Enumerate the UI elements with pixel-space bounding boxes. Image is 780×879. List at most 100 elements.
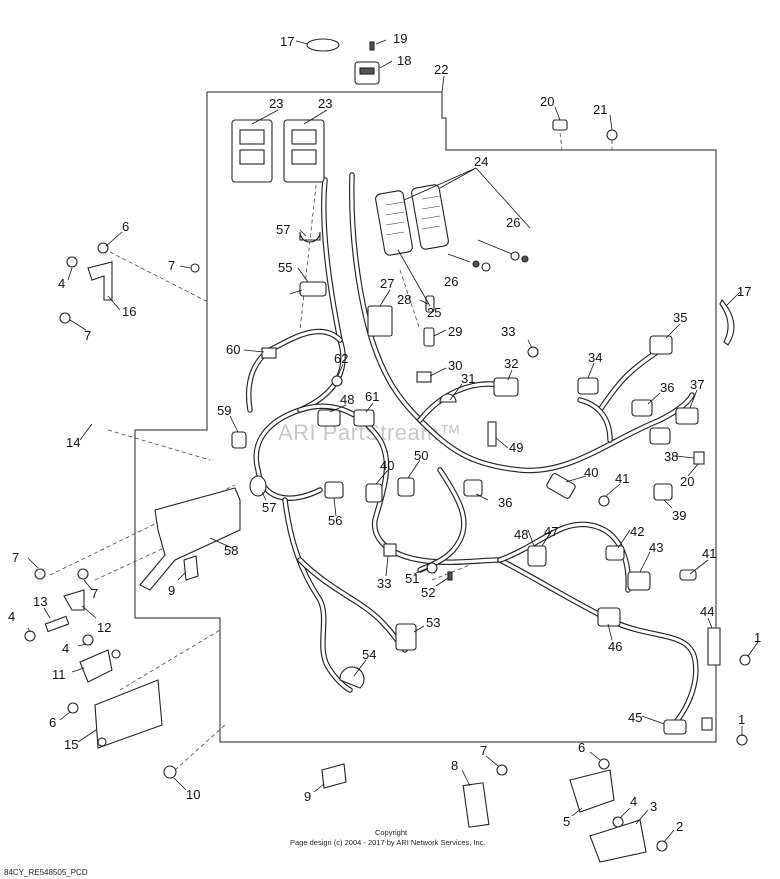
callout-15: 15 bbox=[64, 737, 78, 752]
callout-57: 57 bbox=[262, 500, 276, 515]
callout-56: 56 bbox=[328, 513, 342, 528]
connector-icon bbox=[653, 483, 673, 501]
callout-16: 16 bbox=[122, 304, 136, 319]
callout-11: 11 bbox=[52, 667, 66, 682]
callout-52: 52 bbox=[421, 585, 435, 600]
sensor-icon bbox=[493, 377, 519, 397]
callout-6: 6 bbox=[49, 715, 56, 730]
callout-50: 50 bbox=[414, 448, 428, 463]
callout-9: 9 bbox=[304, 789, 311, 804]
callout-23: 23 bbox=[318, 96, 332, 111]
callout-7: 7 bbox=[12, 550, 19, 565]
copyright-label: Copyright bbox=[375, 828, 408, 837]
callout-46: 46 bbox=[608, 639, 622, 654]
mounting-plate-icon bbox=[94, 679, 163, 749]
callout-28: 28 bbox=[397, 292, 411, 307]
callout-4: 4 bbox=[630, 794, 637, 809]
callout-34: 34 bbox=[588, 350, 602, 365]
callout-4: 4 bbox=[8, 609, 15, 624]
connector-icon bbox=[675, 407, 699, 425]
callout-33: 33 bbox=[377, 576, 391, 591]
callout-30: 30 bbox=[448, 358, 462, 373]
nut-icon bbox=[24, 630, 36, 642]
bracket-icon bbox=[79, 649, 113, 683]
pin-icon bbox=[447, 571, 453, 581]
callout-8: 8 bbox=[451, 758, 458, 773]
callout-43: 43 bbox=[649, 540, 663, 555]
callout-7: 7 bbox=[168, 258, 175, 273]
callout-25: 25 bbox=[427, 305, 441, 320]
ecu-connector-icon bbox=[411, 184, 449, 250]
clamp-icon bbox=[439, 393, 457, 403]
connector-icon bbox=[365, 483, 383, 503]
callout-40: 40 bbox=[584, 465, 598, 480]
callout-4: 4 bbox=[58, 276, 65, 291]
callout-54: 54 bbox=[362, 647, 376, 662]
clip-icon bbox=[701, 717, 713, 731]
ecu-connector-icon bbox=[375, 190, 413, 256]
callout-27: 27 bbox=[380, 276, 394, 291]
callout-1: 1 bbox=[754, 630, 761, 645]
fuse-icon bbox=[423, 327, 435, 347]
connector-icon bbox=[317, 409, 341, 427]
parts bbox=[24, 38, 751, 863]
callout-4: 4 bbox=[62, 641, 69, 656]
callout-35: 35 bbox=[673, 310, 687, 325]
callout-40: 40 bbox=[380, 458, 394, 473]
callout-53: 53 bbox=[426, 615, 440, 630]
bolt-icon bbox=[739, 654, 751, 666]
nut-icon bbox=[82, 634, 94, 646]
callout-14: 14 bbox=[66, 435, 80, 450]
callout-12: 12 bbox=[97, 620, 111, 635]
sensor-icon bbox=[546, 473, 576, 499]
bolt-icon bbox=[67, 702, 79, 714]
callout-42: 42 bbox=[630, 524, 644, 539]
assembly-frame bbox=[134, 91, 717, 743]
bolt-icon bbox=[44, 615, 70, 633]
callout-6: 6 bbox=[578, 740, 585, 755]
connector-icon bbox=[649, 335, 673, 355]
callout-48: 48 bbox=[514, 527, 528, 542]
callout-33: 33 bbox=[501, 324, 515, 339]
callout-37: 37 bbox=[690, 377, 704, 392]
bracket-icon bbox=[63, 589, 85, 611]
bolt-icon bbox=[190, 263, 200, 273]
connector-icon bbox=[397, 477, 415, 497]
bracket-icon bbox=[589, 819, 647, 863]
mounting-plate-icon bbox=[139, 487, 241, 591]
grommet-icon bbox=[231, 431, 247, 449]
bolt-icon bbox=[736, 734, 748, 746]
callout-36: 36 bbox=[498, 495, 512, 510]
callout-36: 36 bbox=[660, 380, 674, 395]
callout-47: 47 bbox=[544, 524, 558, 539]
grommet-icon bbox=[249, 475, 267, 497]
connector-icon bbox=[605, 545, 625, 561]
callout-44: 44 bbox=[700, 604, 714, 619]
callout-48: 48 bbox=[340, 392, 354, 407]
callout-7: 7 bbox=[84, 328, 91, 343]
callout-labels: 17 19 18 22 20 21 23 23 24 26 26 25 6 7 … bbox=[8, 31, 761, 834]
ring-terminal-icon bbox=[331, 375, 343, 387]
callout-45: 45 bbox=[628, 710, 642, 725]
callout-59: 59 bbox=[217, 403, 231, 418]
callout-57: 57 bbox=[276, 222, 290, 237]
callout-38: 38 bbox=[664, 449, 678, 464]
sensor-icon bbox=[299, 281, 327, 297]
callout-7: 7 bbox=[480, 743, 487, 758]
callout-5: 5 bbox=[563, 814, 570, 829]
bolt-icon bbox=[598, 758, 610, 770]
callout-10: 10 bbox=[186, 787, 200, 802]
callout-41: 41 bbox=[615, 471, 629, 486]
clamp-icon bbox=[426, 562, 438, 574]
callout-51: 51 bbox=[405, 571, 419, 586]
nut-icon bbox=[66, 256, 78, 268]
callout-7: 7 bbox=[91, 586, 98, 601]
callout-26: 26 bbox=[506, 215, 520, 230]
callout-22: 22 bbox=[434, 62, 448, 77]
screw-icon bbox=[606, 129, 618, 141]
callout-20: 20 bbox=[540, 94, 554, 109]
diagram-id: 84CY_RE548505_PCD bbox=[4, 868, 88, 877]
callout-41: 41 bbox=[702, 546, 716, 561]
connector-icon bbox=[577, 377, 599, 395]
connector-icon bbox=[649, 427, 671, 445]
